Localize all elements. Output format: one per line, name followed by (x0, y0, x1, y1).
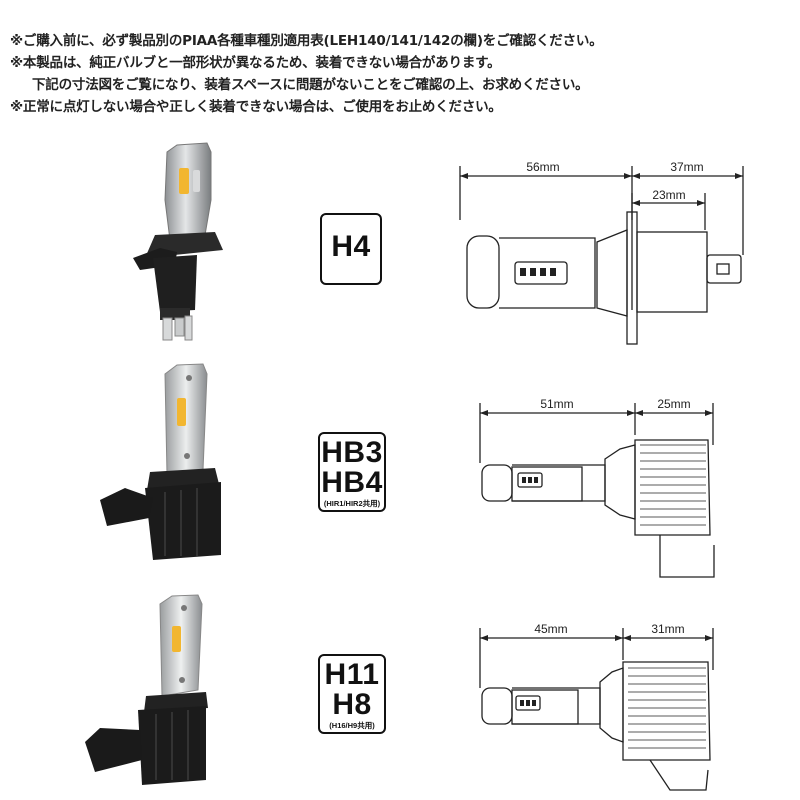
bulb-type-badge: HB3 HB4 (HIR1/HIR2共用) (318, 432, 386, 512)
note-line: 下記の寸法図をご覧になり、装着スペースに問題がないことをご確認の上、お求めくださ… (32, 77, 589, 93)
badge-sub-label: (H16/H9共用) (329, 721, 375, 730)
badge-sub-label: (HIR1/HIR2共用) (323, 499, 381, 508)
dimension-label: 45mm (534, 622, 567, 636)
badge-label: HB4 (321, 466, 383, 499)
h4-bulb-photo (133, 142, 223, 341)
note-line: ※本製品は、純正バルブと一部形状が異なるため、装着できない場合があります。 (10, 55, 501, 71)
h4-dimension-diagram: 56mm 37mm 23mm (459, 160, 744, 345)
hb3-dimension-diagram: 51mm 25mm (479, 397, 715, 578)
badge-label: H4 (331, 230, 371, 263)
note-line: ※正常に点灯しない場合や正しく装着できない場合は、ご使用をお止めください。 (10, 99, 502, 115)
dimension-label: 25mm (657, 397, 690, 411)
dimension-label: 31mm (651, 622, 684, 636)
dimension-label: 23mm (652, 188, 685, 202)
dimension-label: 37mm (670, 160, 703, 174)
note-line: ※ご購入前に、必ず製品別のPIAA各種車種別適用表(LEH140/141/142… (10, 33, 603, 49)
bulb-type-badge: H4 (320, 213, 382, 285)
h11-dimension-diagram: 45mm 31mm (479, 622, 714, 791)
hb3-bulb-photo (100, 363, 221, 560)
badge-label: H11 (324, 658, 380, 691)
dimension-label: 51mm (540, 397, 573, 411)
badge-label: HB3 (321, 436, 383, 469)
notes-block: ※ご購入前に、必ず製品別のPIAA各種車種別適用表(LEH140/141/142… (10, 30, 790, 118)
bulb-type-badge: H11 H8 (H16/H9共用) (318, 654, 386, 734)
dimension-label: 56mm (526, 160, 559, 174)
h11-bulb-photo (85, 594, 208, 785)
badge-label: H8 (332, 688, 372, 721)
